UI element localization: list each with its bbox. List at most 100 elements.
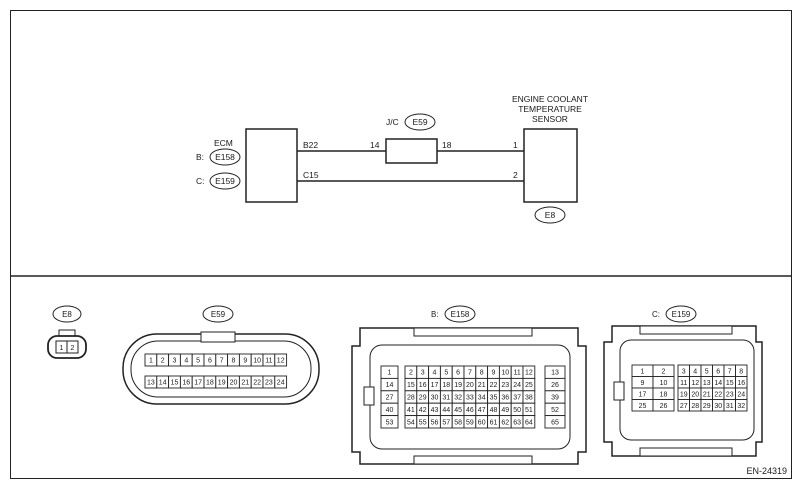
e158-pin-9: 9 [492,370,496,377]
e158-pin-28: 28 [407,395,415,402]
e158-pin-7: 7 [468,370,472,377]
e158-pin-44: 44 [442,407,450,414]
e159-pin-31: 31 [726,403,734,410]
e158-pin-25: 25 [525,382,533,389]
e158-badge [444,305,476,323]
e158-pin-22: 22 [490,382,498,389]
e158-pin-11: 11 [513,370,520,377]
e59-pin-22: 22 [253,380,261,387]
e158-pin-10: 10 [501,370,509,377]
e159-pin-18: 18 [660,391,668,398]
e59-pin-6: 6 [208,358,212,365]
sensor-box [523,128,578,203]
e158-pin-52: 52 [551,407,559,414]
e159-pin-32: 32 [737,403,745,410]
e59-pin-1: 1 [149,358,153,365]
outer-border [10,10,792,479]
e158-pin-59: 59 [466,419,474,426]
e59-pin-13: 13 [147,380,155,387]
e59-pin-9: 9 [243,358,247,365]
e159-prefix: C: [652,310,660,319]
connector-e8: E8 1 2 [47,305,87,359]
e159-pin-11: 11 [680,380,687,387]
e159-pin-30: 30 [714,403,722,410]
e158-pin-36: 36 [501,395,509,402]
e158-pin-60: 60 [478,419,486,426]
e158-pin-17: 17 [431,382,439,389]
e159-label: E159 [672,310,691,319]
e159-pin-3: 3 [682,368,686,375]
e159-pin-5: 5 [705,368,709,375]
ecm-c-connector-badge [209,172,241,190]
e158-top-rail [413,327,533,337]
e8-pin-1: 1 [60,345,64,352]
e158-pin-46: 46 [466,407,474,414]
e159-pin-27: 27 [680,403,688,410]
e158-pin-6: 6 [456,370,460,377]
e159-side-tab [613,381,625,401]
e59-pin-2: 2 [161,358,165,365]
e59-pin-14: 14 [159,380,167,387]
e59-pin-3: 3 [173,358,177,365]
e158-pin-43: 43 [431,407,439,414]
e59-pin-19: 19 [218,380,226,387]
e159-pin-15: 15 [726,380,734,387]
e159-pin-12: 12 [691,380,699,387]
e59-pin-16: 16 [182,380,190,387]
e159-pin-21: 21 [703,391,711,398]
e59-pin-17: 17 [194,380,202,387]
e159-pin-8: 8 [739,368,743,375]
e158-pin-5: 5 [444,370,448,377]
e158-pin-50: 50 [513,407,521,414]
e158-pin-41: 41 [407,407,415,414]
e158-pin-29: 29 [419,395,427,402]
e158-pin-31: 31 [442,395,450,402]
wire1-terminal-ecm: B22 [303,140,318,150]
e158-pin-21: 21 [478,382,486,389]
e159-pin-25: 25 [639,403,647,410]
e59-pin-8: 8 [232,358,236,365]
e158-pin-47: 47 [478,407,486,414]
jc-connector-badge [404,113,436,131]
e59-pin-4: 4 [184,358,188,365]
e59-latch [200,331,236,343]
e59-pin-7: 7 [220,358,224,365]
e158-pin-42: 42 [419,407,427,414]
e158-pin-4: 4 [433,370,437,377]
e159-pin-13: 13 [703,380,711,387]
e158-pin-15: 15 [407,382,415,389]
e159-pin-24: 24 [737,391,745,398]
e158-pin-53: 53 [386,419,394,426]
jc-connector: E59 [412,117,427,127]
sensor-label-line1: ENGINE COOLANT [512,94,588,104]
e59-pin-23: 23 [265,380,273,387]
jc-box [385,138,438,164]
e158-pin-51: 51 [525,407,533,414]
e158-pin-64-cell [522,415,536,429]
e159-pin-28: 28 [691,403,699,410]
e159-pin-7: 7 [728,368,732,375]
jc-label: J/C [386,117,399,127]
e159-pin-4: 4 [693,368,697,375]
e159-pin-1: 1 [641,368,645,375]
e158-pin-32: 32 [454,395,462,402]
e158-pin-38: 38 [525,395,533,402]
e59-inner-shell [130,340,312,398]
ecm-c-prefix: C: [196,176,205,186]
e158-pin-23: 23 [501,382,509,389]
e8-pin-2: 2 [71,345,75,352]
e159-top-rail [639,325,733,335]
figure-code: EN-24319 [746,466,787,476]
sensor-connector-badge [534,206,566,224]
e59-pin-12: 12 [277,358,285,365]
e158-bottom-rail [413,455,533,465]
jc-pin-right: 18 [442,140,452,150]
e159-badge [665,305,697,323]
ecm-label: ECM [214,138,233,148]
e158-pin-14: 14 [386,382,394,389]
e158-pin-19: 19 [454,382,462,389]
e59-badge [202,305,234,323]
e59-pin-12-cell [274,353,288,367]
